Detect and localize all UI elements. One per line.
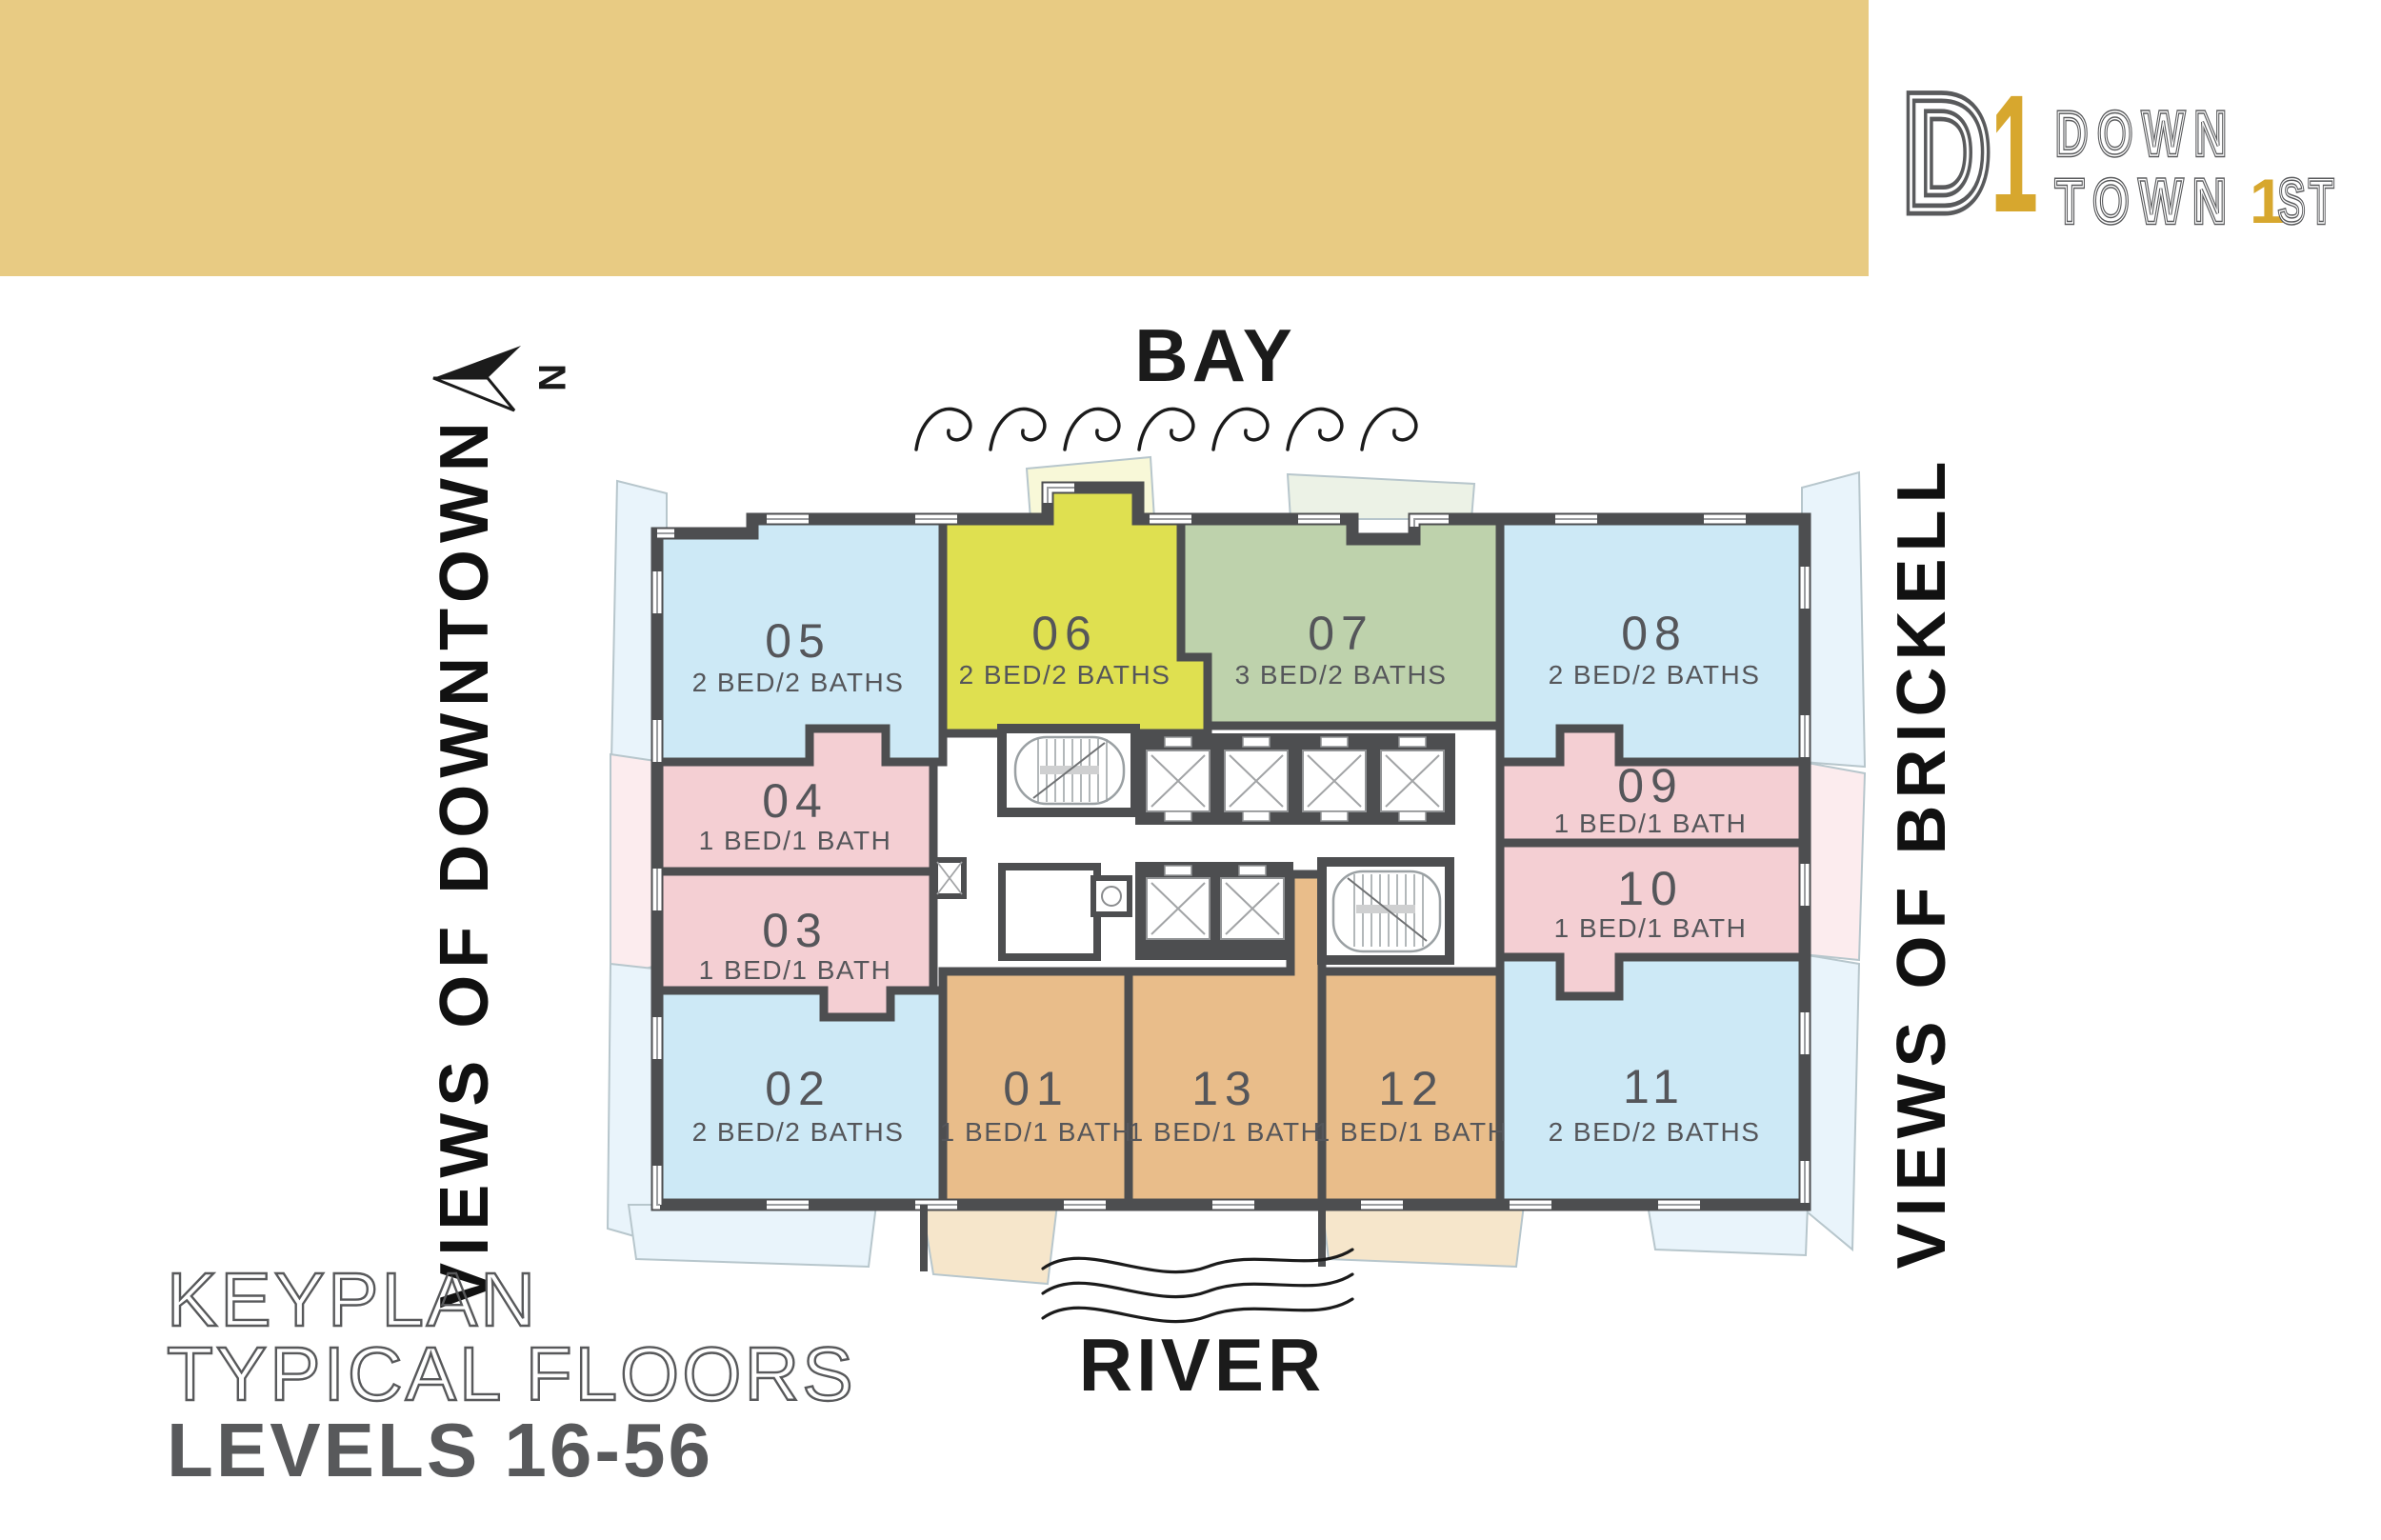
- unit-05-number: 05: [765, 614, 831, 668]
- keyplan-caption: KEYPLAN TYPICAL FLOORS LEVELS 16-56: [166, 1256, 856, 1492]
- unit-02-number: 02: [765, 1062, 831, 1115]
- unit-labels: 05 2 BED/2 BATHS 06 2 BED/2 BATHS 07 3 B…: [692, 607, 1761, 1147]
- logo-letter-d: D: [1903, 62, 1991, 245]
- core-stair-bottom: [1317, 857, 1454, 965]
- unit-10-type: 1 BED/1 BATH: [1554, 913, 1748, 943]
- svg-text:TOWN: TOWN: [2055, 166, 2236, 236]
- unit-04-type: 1 BED/1 BATH: [699, 826, 892, 855]
- logo-numeral-one: 1: [1991, 61, 2038, 248]
- bay-label: BAY: [1134, 313, 1296, 397]
- logo-suffix-one: 1: [2250, 166, 2285, 236]
- svg-text:DOWN: DOWN: [2055, 98, 2236, 169]
- unit-11-number: 11: [1623, 1060, 1686, 1113]
- d1-logo: D D 1 DOWN DOWN TOWN TOWN 1 ST ST: [1897, 56, 2337, 251]
- unit-08-type: 2 BED/2 BATHS: [1549, 660, 1761, 690]
- floor-plan: 05 2 BED/2 BATHS 06 2 BED/2 BATHS 07 3 B…: [650, 481, 1811, 1271]
- keyplan-line1: KEYPLAN: [167, 1257, 538, 1342]
- unit-09-type: 1 BED/1 BATH: [1554, 809, 1748, 838]
- unit-03-type: 1 BED/1 BATH: [699, 955, 892, 985]
- unit-13-number: 13: [1191, 1062, 1258, 1115]
- core-service-room: [998, 863, 1132, 961]
- unit-07-type: 3 BED/2 BATHS: [1235, 660, 1448, 690]
- unit-12-type: 1 BED/1 BATH: [1315, 1117, 1509, 1147]
- logo-word-down: DOWN: [2055, 98, 2236, 169]
- unit-13-type: 1 BED/1 BATH: [1129, 1117, 1322, 1147]
- unit-07-number: 07: [1308, 607, 1374, 660]
- river-label: RIVER: [1079, 1323, 1325, 1407]
- north-label: N: [530, 364, 572, 391]
- river-waves-icon: [1041, 1248, 1354, 1324]
- svg-text:D: D: [1903, 62, 1991, 245]
- views-of-brickell-label: VIEWS OF BRICKELL: [1884, 455, 1960, 1270]
- unit-06-type: 2 BED/2 BATHS: [959, 660, 1171, 690]
- core-elevator-bank-top: [1135, 733, 1455, 825]
- gold-banner: [0, 0, 1869, 276]
- unit-04-number: 04: [762, 774, 829, 828]
- core-shaft: [932, 857, 967, 899]
- north-arrow-icon: N: [432, 346, 572, 412]
- keyplan-line3: LEVELS 16-56: [167, 1408, 713, 1492]
- unit-01-number: 01: [1003, 1062, 1070, 1115]
- unit-02-type: 2 BED/2 BATHS: [692, 1117, 905, 1147]
- unit-12-number: 12: [1378, 1062, 1445, 1115]
- keyplan-line2: TYPICAL FLOORS: [167, 1331, 856, 1416]
- core-stair-top: [997, 724, 1140, 817]
- unit-09-number: 09: [1617, 759, 1684, 812]
- unit-06-number: 06: [1031, 607, 1098, 660]
- unit-11-type: 2 BED/2 BATHS: [1549, 1117, 1761, 1147]
- unit-10-number: 10: [1617, 862, 1684, 915]
- views-of-downtown-label: VIEWS OF DOWNTOWN: [427, 415, 503, 1309]
- unit-08-number: 08: [1621, 607, 1688, 660]
- logo-suffix-st: ST: [2278, 166, 2337, 236]
- bay-waves-icon: [914, 407, 1418, 451]
- core-elevator-bank-bottom: [1135, 862, 1293, 960]
- logo-word-town: TOWN: [2055, 166, 2236, 236]
- unit-03-number: 03: [762, 904, 829, 957]
- unit-05-type: 2 BED/2 BATHS: [692, 668, 905, 697]
- exterior-wall: [650, 481, 1811, 1271]
- unit-01-type: 1 BED/1 BATH: [940, 1117, 1133, 1147]
- svg-text:ST: ST: [2278, 166, 2337, 236]
